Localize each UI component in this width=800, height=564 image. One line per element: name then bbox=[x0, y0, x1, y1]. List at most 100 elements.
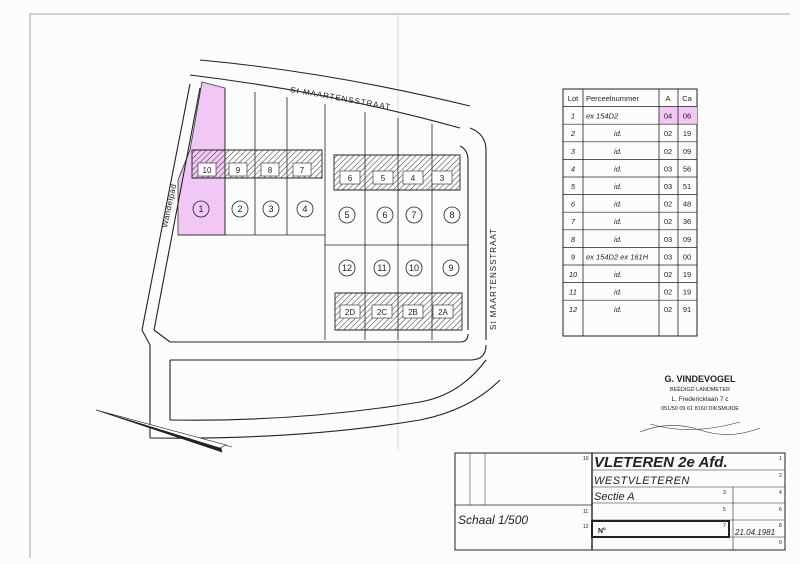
lot-label[interactable]: 1 bbox=[198, 204, 203, 214]
table-cell-parcel: id. bbox=[614, 305, 622, 314]
path-west bbox=[141, 83, 501, 439]
surveyor-address: L. Fredericklaan 7 c bbox=[671, 396, 729, 403]
lot-label[interactable]: 4 bbox=[302, 204, 307, 214]
table-cell-lot: 5 bbox=[571, 182, 576, 191]
lot-label[interactable]: 8 bbox=[449, 210, 454, 220]
title-block bbox=[454, 452, 786, 551]
lot-label[interactable]: 6 bbox=[382, 210, 387, 220]
lot-label[interactable]: 2 bbox=[237, 204, 242, 214]
table-cell-parcel: id. bbox=[614, 235, 622, 244]
table-header: Perceelnummer bbox=[586, 94, 639, 103]
north-arrow bbox=[95, 409, 233, 453]
table-cell-parcel: id. bbox=[614, 270, 622, 279]
house-label: 10 bbox=[203, 166, 212, 175]
cell-number: 7 bbox=[723, 523, 726, 529]
table-cell-a: 02 bbox=[664, 200, 672, 209]
house-label: 6 bbox=[348, 174, 353, 183]
road-south bbox=[170, 333, 487, 361]
street-name-east: St MAARTENSSTRAAT bbox=[489, 228, 498, 330]
table-cell-parcel: id. bbox=[614, 288, 622, 297]
table-cell-lot: 3 bbox=[571, 147, 576, 156]
lot-labels-south: 12 11 10 9 bbox=[342, 263, 454, 273]
table-cell-ca: 19 bbox=[683, 270, 691, 279]
table-cell-lot: 7 bbox=[571, 217, 576, 226]
lot-label[interactable]: 9 bbox=[448, 263, 453, 273]
house-label: 3 bbox=[440, 174, 445, 183]
road-north bbox=[189, 59, 471, 129]
houses-north-left: 10 9 8 7 bbox=[191, 149, 323, 179]
house-label: 5 bbox=[381, 174, 386, 183]
table-cell-parcel: ex 154D2 ex 161H bbox=[586, 252, 649, 261]
cell-number: 1 bbox=[779, 456, 782, 462]
table-cell-lot: 2 bbox=[570, 129, 576, 138]
table-cell-a: 04 bbox=[664, 112, 672, 121]
table-cell-ca: 09 bbox=[683, 147, 691, 156]
table-cell-parcel: id. bbox=[614, 217, 622, 226]
table-cell-ca: 91 bbox=[683, 305, 691, 314]
lot-circles-north bbox=[192, 200, 461, 224]
table-cell-lot: 11 bbox=[569, 288, 577, 297]
surveyor-stamp: G. VINDEVOGEL BEËDIGD LANDMETER L. Frede… bbox=[639, 374, 761, 435]
table-cell-ca: 19 bbox=[683, 288, 691, 297]
signature bbox=[639, 421, 761, 435]
table-cell-a: 02 bbox=[664, 217, 672, 226]
lot-label[interactable]: 3 bbox=[268, 204, 273, 214]
table-cell-parcel: id. bbox=[614, 129, 622, 138]
house-label: 8 bbox=[268, 166, 273, 175]
lot-labels-north: 1 2 3 4 5 6 7 8 bbox=[198, 204, 454, 220]
houses-north-right: 6 5 4 3 bbox=[333, 154, 461, 191]
table-cell-ca: 19 bbox=[683, 129, 691, 138]
table-cell-lot: 9 bbox=[571, 252, 576, 261]
table-cell-a: 03 bbox=[664, 182, 672, 191]
table-cell-ca: 00 bbox=[683, 252, 691, 261]
table-header: Ca bbox=[682, 94, 692, 103]
street-name-north: St MAARTENSSTRAAT bbox=[290, 85, 392, 112]
table-cell-parcel: id. bbox=[614, 182, 622, 191]
table-cell-ca: 51 bbox=[683, 182, 691, 191]
table-cell-ca: 09 bbox=[683, 235, 691, 244]
table-cell-ca: 36 bbox=[683, 217, 691, 226]
highlight-cell-ca bbox=[678, 106, 697, 124]
table-cell-parcel: ex 154D2 bbox=[586, 112, 619, 121]
table-cell-lot: 12 bbox=[569, 305, 578, 314]
lot-label[interactable]: 11 bbox=[377, 263, 386, 273]
cell-number: 2 bbox=[779, 473, 782, 479]
highlight-cell-a bbox=[659, 106, 678, 124]
table-header: A bbox=[665, 94, 670, 103]
cell-number: 12 bbox=[583, 524, 589, 530]
cell-number: 8 bbox=[779, 523, 782, 529]
table-cell-ca: 48 bbox=[683, 200, 691, 209]
cell-number: 5 bbox=[723, 507, 726, 513]
lot-label[interactable]: 10 bbox=[409, 263, 419, 273]
scale: Schaal 1/500 bbox=[458, 513, 528, 527]
surveyor-name: G. VINDEVOGEL bbox=[664, 374, 736, 384]
house-label: 2D bbox=[345, 308, 355, 317]
lot-circles-south bbox=[338, 259, 460, 277]
sub-place-name: WESTVLETEREN bbox=[594, 475, 690, 487]
table-cell-ca: 56 bbox=[683, 164, 691, 173]
table-cell-lot: 4 bbox=[571, 164, 575, 173]
cell-number: 11 bbox=[583, 509, 588, 515]
table-cell-parcel: id. bbox=[614, 164, 622, 173]
cell-number: 6 bbox=[779, 507, 782, 513]
lot-label[interactable]: 12 bbox=[342, 263, 352, 273]
date: 21.04.1981 bbox=[734, 528, 775, 537]
cell-number: 3 bbox=[723, 490, 726, 496]
table-cell-a: 02 bbox=[664, 129, 672, 138]
lot-label[interactable]: 5 bbox=[344, 210, 349, 220]
table-cell-a: 03 bbox=[664, 164, 672, 173]
section: Sectie A bbox=[594, 491, 635, 503]
table-cell-lot: 1 bbox=[571, 112, 575, 121]
house-label: 9 bbox=[236, 166, 241, 175]
table-cell-a: 02 bbox=[664, 270, 672, 279]
cell-number: 4 bbox=[779, 490, 782, 496]
house-label: 2C bbox=[377, 308, 387, 317]
street-name-west: Wandelpad bbox=[160, 183, 178, 229]
table-cell-lot: 10 bbox=[569, 270, 578, 279]
table-cell-a: 02 bbox=[664, 147, 672, 156]
lot-label[interactable]: 7 bbox=[411, 210, 416, 220]
table-cell-a: 02 bbox=[664, 288, 672, 297]
